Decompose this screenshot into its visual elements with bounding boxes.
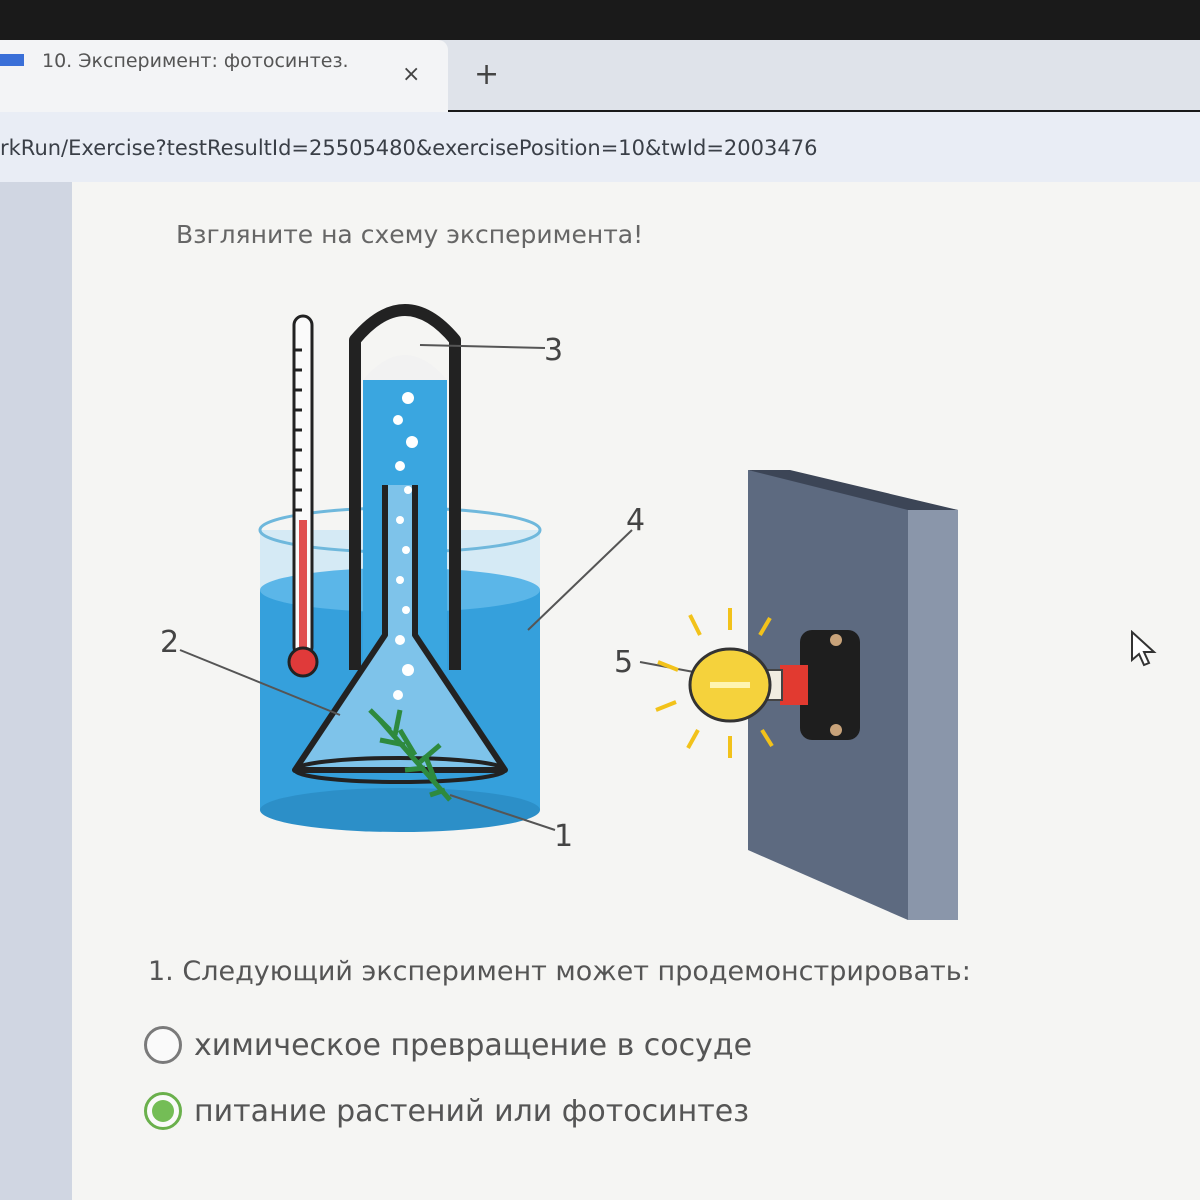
question-text: 1. Следующий эксперимент может продемонс…: [148, 956, 971, 987]
instruction-text: Взгляните на схему эксперимента!: [176, 220, 644, 249]
close-tab-icon[interactable]: ×: [402, 62, 421, 87]
label-5: 5: [614, 645, 633, 680]
experiment-diagram: 3 4 2 5 1: [160, 304, 958, 920]
water-plant: [368, 708, 452, 802]
screen-bezel: [0, 0, 1200, 40]
test-tube: [349, 304, 461, 670]
answer-option-1[interactable]: химическое превращение в сосуде: [144, 1026, 752, 1064]
answer-label[interactable]: химическое превращение в сосуде: [194, 1027, 753, 1063]
browser-tab[interactable]: [0, 40, 448, 112]
url-text[interactable]: rkRun/Exercise?testResultId=25505480&exe…: [0, 136, 818, 160]
new-tab-button[interactable]: +: [474, 57, 500, 92]
lamp-base: [780, 665, 808, 705]
tab-title[interactable]: 10. Эксперимент: фотосинтез.: [42, 50, 349, 72]
radio-button-selected[interactable]: [144, 1092, 182, 1130]
label-4: 4: [626, 503, 645, 538]
thermometer-scale: [294, 348, 302, 512]
answer-label[interactable]: питание растений или фотосинтез: [194, 1093, 750, 1129]
label-2: 2: [160, 625, 179, 660]
thermometer-mercury: [299, 520, 307, 650]
mouse-cursor-icon: [1131, 630, 1157, 667]
oxygen-bubbles: [393, 392, 418, 700]
radio-button[interactable]: [144, 1026, 182, 1064]
label-3: 3: [544, 333, 563, 368]
answer-option-2[interactable]: питание растений или фотосинтез: [144, 1092, 749, 1130]
favicon-icon: [0, 54, 24, 66]
beaker-bottom: [260, 788, 540, 832]
thermometer-bulb: [287, 646, 319, 678]
light-rays: [655, 608, 774, 758]
address-bar[interactable]: [0, 112, 1200, 182]
lamp-socket: [800, 630, 860, 740]
funnel: [292, 485, 508, 773]
label-1: 1: [554, 819, 573, 854]
